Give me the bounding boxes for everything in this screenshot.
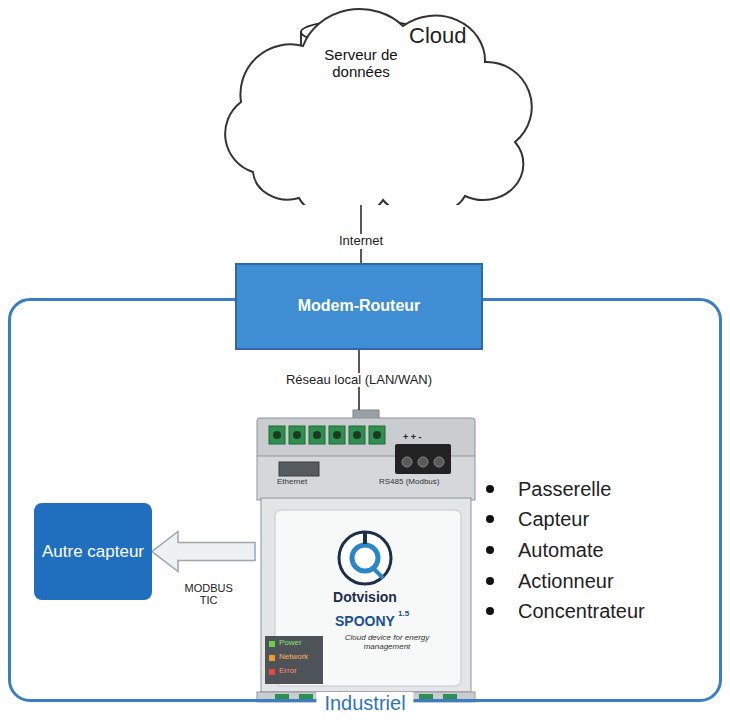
cloud-region: Serveur de donnéesCloud xyxy=(213,0,543,205)
node-text: 1.5 xyxy=(398,610,409,619)
gateway-illustration xyxy=(257,410,475,702)
gateway-device: Ethernet RS485 (Modbus) + + - DotvisionSPOO… xyxy=(255,410,477,702)
node-title: Serveur de données xyxy=(306,46,416,81)
node-title: Cloud xyxy=(409,24,466,48)
role-item: Passerelle xyxy=(518,478,611,501)
role-item: Actionneur xyxy=(518,570,614,593)
block-arrow xyxy=(152,532,255,572)
node-text: Cloud device for energy management xyxy=(327,634,447,652)
node-text: Power xyxy=(279,639,302,648)
connector-label: Réseau local (LAN/WAN) xyxy=(283,373,435,388)
industrial-zone: Ethernet RS485 (Modbus) + + - DotvisionSPOO… xyxy=(8,298,722,702)
node-title: Ethernet xyxy=(277,478,307,487)
node-text: SPOONY xyxy=(335,614,395,629)
node-text: + + - xyxy=(403,433,422,443)
connector-label: Internet xyxy=(336,234,386,249)
node-text: Error xyxy=(279,667,297,676)
connector-label: MODBUS TIC xyxy=(174,582,244,607)
node-text: RS485 (Modbus) xyxy=(379,478,439,487)
node-title: Modem-Routeur xyxy=(298,297,421,315)
node-text: Dotvision xyxy=(315,590,415,605)
node-title: Autre capteur xyxy=(42,542,144,562)
node-text: Network xyxy=(279,653,308,662)
role-item: Concentrateur xyxy=(518,600,645,623)
sensor-box: Autre capteur xyxy=(34,503,152,600)
role-item: Automate xyxy=(518,539,604,562)
bullet-dots xyxy=(486,485,494,615)
role-item: Capteur xyxy=(518,508,589,531)
node-title: Industriel xyxy=(316,692,413,714)
cloud-outline xyxy=(213,0,543,205)
router-box: Modem-Routeur xyxy=(235,263,483,350)
